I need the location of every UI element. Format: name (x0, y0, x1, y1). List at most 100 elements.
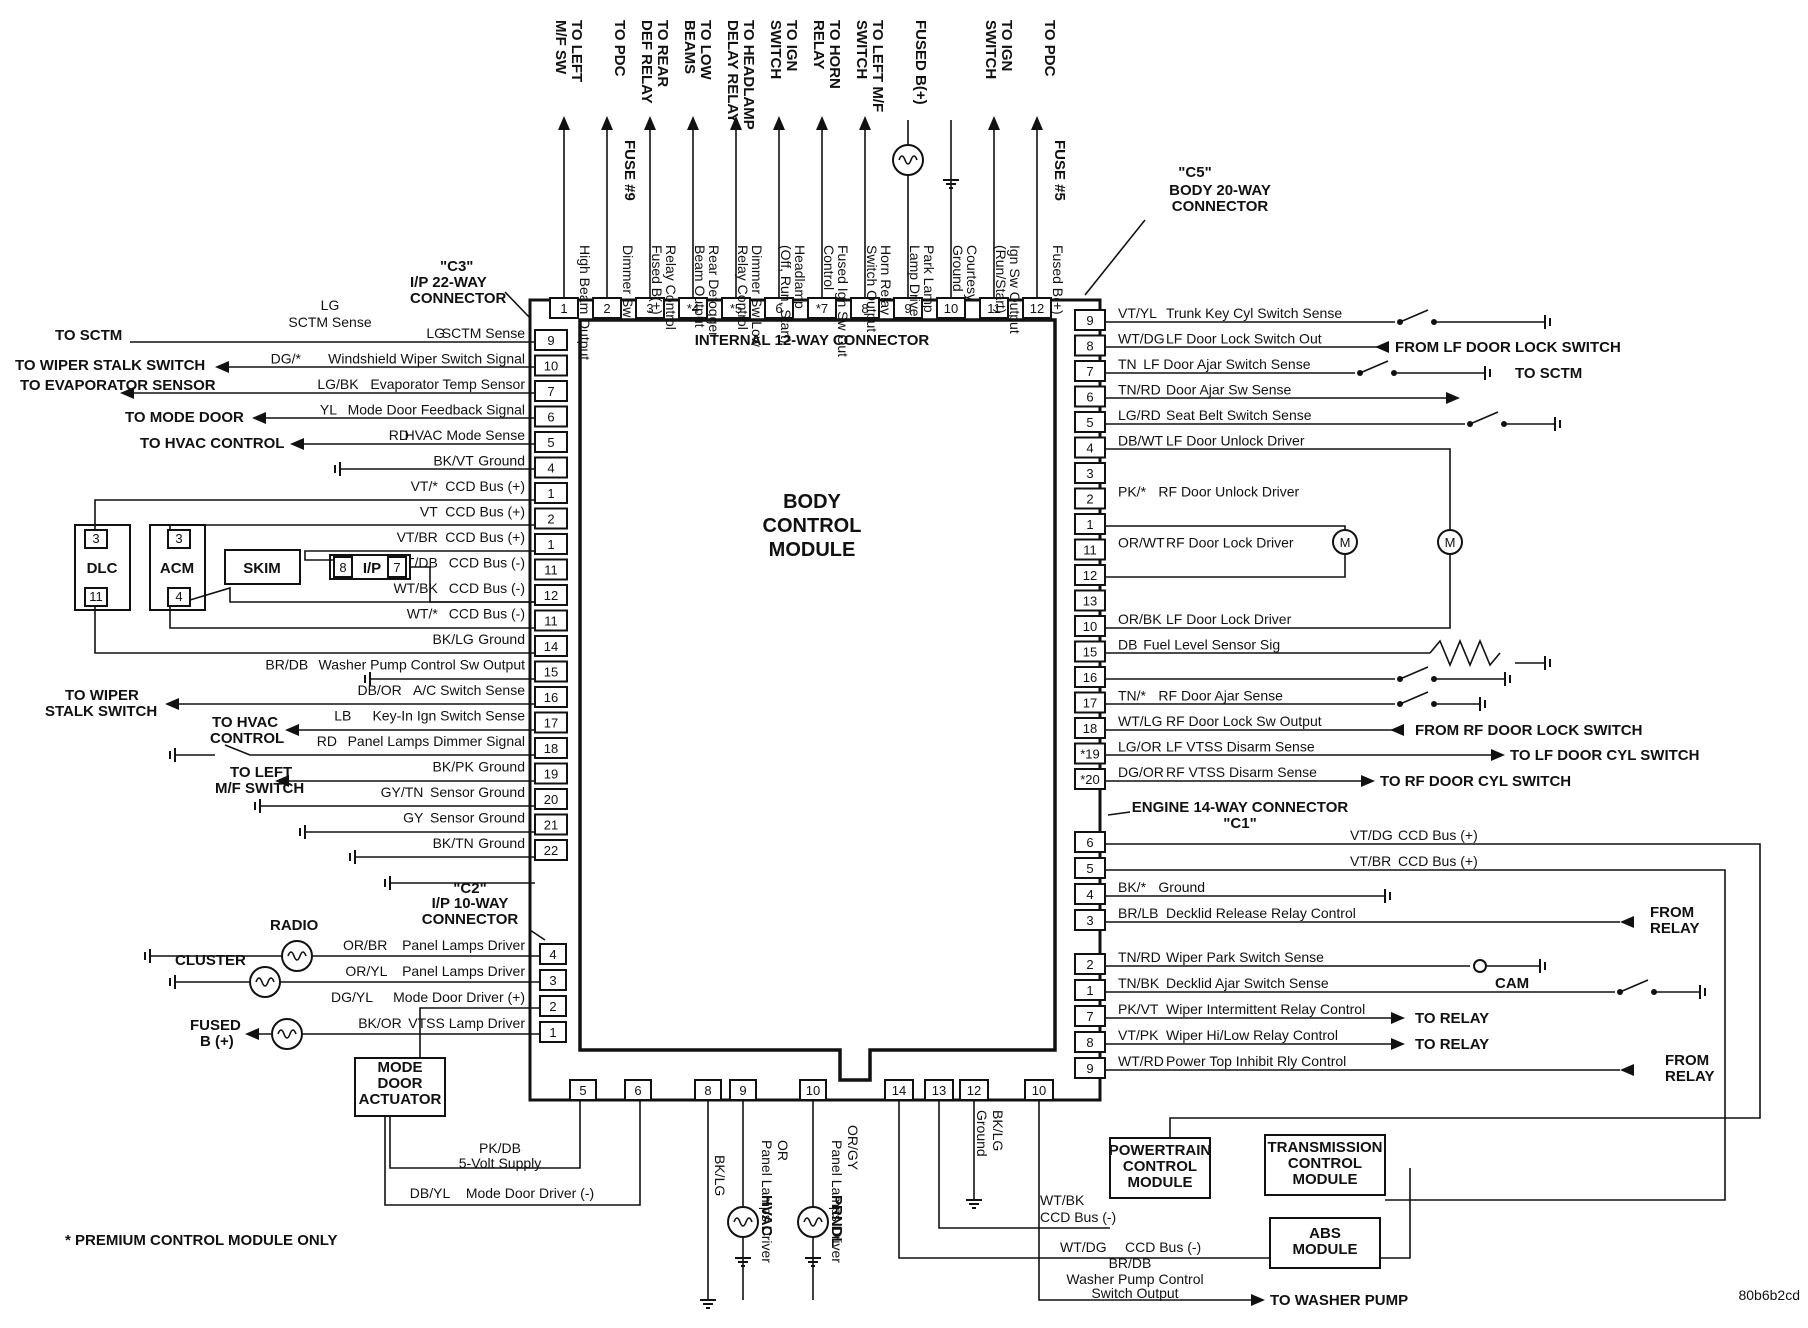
connector-name: "C2" (453, 880, 486, 897)
dlc-label: DLC (87, 560, 118, 577)
top-signal-label: Ign Sw Output (1007, 245, 1023, 334)
pin-number: 3 (92, 531, 99, 546)
connector-pin (1074, 768, 1106, 790)
arrow-left-icon (1375, 341, 1389, 353)
wire-color-label: RD (317, 733, 337, 749)
destination-label: RELAY (1650, 920, 1699, 937)
signal-label: CCD Bus (+) (445, 504, 525, 520)
signal-label: Panel Lamps Dimmer Signal (348, 733, 525, 749)
wire-color-label: VT/YL (1118, 305, 1157, 321)
signal-label: Decklid Ajar Switch Sense (1166, 975, 1329, 991)
wire-color-label: DG/OR (1118, 764, 1164, 780)
destination-label: M/F SWITCH (215, 780, 304, 797)
pin-number: 10 (1032, 1083, 1046, 1098)
cam-switch-icon (1473, 959, 1487, 973)
top-signal-label: Courtesy (964, 245, 980, 301)
signal-label: Switch Output (1091, 1285, 1178, 1301)
pin-number: 6 (547, 410, 554, 425)
connector-pin (1074, 538, 1106, 561)
signal-label: Seat Belt Switch Sense (1166, 407, 1312, 423)
wire-color-label: PK/VT (1118, 1001, 1159, 1017)
pin-number: 5 (1086, 861, 1093, 876)
arrow-left-icon (1620, 1064, 1634, 1076)
top-destination: SWITCH (767, 20, 784, 79)
connector-pin (534, 354, 568, 377)
pin-number: 4 (549, 947, 556, 962)
signal-label: 5-Volt Supply (459, 1155, 542, 1171)
pin-number: 12 (544, 588, 558, 603)
arrow-left-icon (215, 361, 229, 373)
signal-label: CCD Bus (+) (445, 478, 525, 494)
top-destination: DELAY RELAY (724, 20, 741, 123)
connector-pin (534, 711, 568, 734)
wire-color-label: BK/LG (712, 1155, 728, 1196)
pin-number: 16 (1083, 670, 1097, 685)
signal-label: Panel Lamps Driver (829, 1140, 845, 1263)
pin-number: 16 (544, 690, 558, 705)
top-signal-label: Horn Relay (878, 245, 894, 315)
pin-number: 17 (1083, 696, 1097, 711)
wire-color-label: BK/VT (433, 453, 474, 469)
wire-color-label: LG/BK (317, 376, 359, 392)
lock-motor-wire (1105, 554, 1451, 629)
signal-label: LF Door Unlock Driver (1166, 433, 1305, 449)
pin-number: 3 (1086, 913, 1093, 928)
top-destination: TO PDC (611, 20, 628, 77)
connector-pin (1074, 334, 1106, 357)
connector-pin (534, 456, 568, 479)
destination-label: TO MODE DOOR (125, 409, 244, 426)
wire-color-label: TN/BK (1118, 975, 1160, 991)
destination-label: TO EVAPORATOR SENSOR (20, 377, 216, 394)
connector-pin (534, 660, 568, 683)
tcm-label: MODULE (1293, 1171, 1358, 1188)
pin-number: 3 (549, 973, 556, 988)
leader-line (1084, 219, 1146, 296)
destination-label: FUSED (190, 1017, 241, 1034)
arrow-left-icon (120, 387, 134, 399)
leader-line (529, 929, 546, 941)
connector-pin (167, 529, 191, 549)
arrow-up-icon (816, 116, 828, 130)
pin-number: 8 (1086, 1035, 1093, 1050)
wire (419, 1007, 540, 1060)
pin-number: 2 (1086, 492, 1093, 507)
signal-label: Key-In Ign Switch Sense (372, 708, 525, 724)
signal-label: Trunk Key Cyl Switch Sense (1166, 305, 1342, 321)
arrow-right-icon (1446, 392, 1460, 404)
connector-pin (1074, 691, 1106, 714)
destination-label: TO SCTM (1515, 365, 1582, 382)
mode-door-actuator (354, 1057, 446, 1117)
arrow-left-icon (1390, 724, 1404, 736)
pin-number: 14 (544, 639, 558, 654)
internal-connector-title: INTERNAL 12-WAY CONNECTOR (695, 332, 930, 349)
ccd-plus-wire (1105, 869, 1726, 1201)
pin-number: 5 (579, 1083, 586, 1098)
connector-desc: I/P 10-WAY (432, 895, 509, 912)
pcm-label: MODULE (1128, 1174, 1193, 1191)
connector-pin (1074, 589, 1106, 612)
signal-label: SCTM Sense (288, 314, 371, 330)
wire-color-label: BR/LB (1118, 905, 1158, 921)
connector-pin (1074, 615, 1106, 637)
arrow-up-icon (773, 116, 785, 130)
connector-pin (1074, 436, 1106, 459)
wire-color-label: OR/BR (343, 937, 387, 953)
connector-pin (534, 558, 568, 581)
wire-color-label: DG/YL (331, 989, 373, 1005)
connector-pin (333, 556, 353, 578)
destination-label: TO LF DOOR CYL SWITCH (1510, 747, 1699, 764)
destination-label: FROM LF DOOR LOCK SWITCH (1395, 339, 1621, 356)
pin-number: 4 (1086, 441, 1093, 456)
body-control-module-outline (528, 298, 1102, 1102)
top-destination: TO HEADLAMP (740, 20, 757, 130)
acm-label: ACM (160, 560, 194, 577)
wire-color-label: RD (389, 427, 409, 443)
connector-desc: CONNECTOR (410, 290, 507, 307)
signal-label: Decklid Release Relay Control (1166, 905, 1356, 921)
arrow-up-icon (859, 116, 871, 130)
signal-label: Sensor Ground (430, 810, 525, 826)
connector-pin (1074, 883, 1106, 905)
destination-label: HVAC (758, 1195, 775, 1237)
arrow-up-icon (601, 116, 613, 130)
lamp-filament-icon (733, 1217, 753, 1227)
